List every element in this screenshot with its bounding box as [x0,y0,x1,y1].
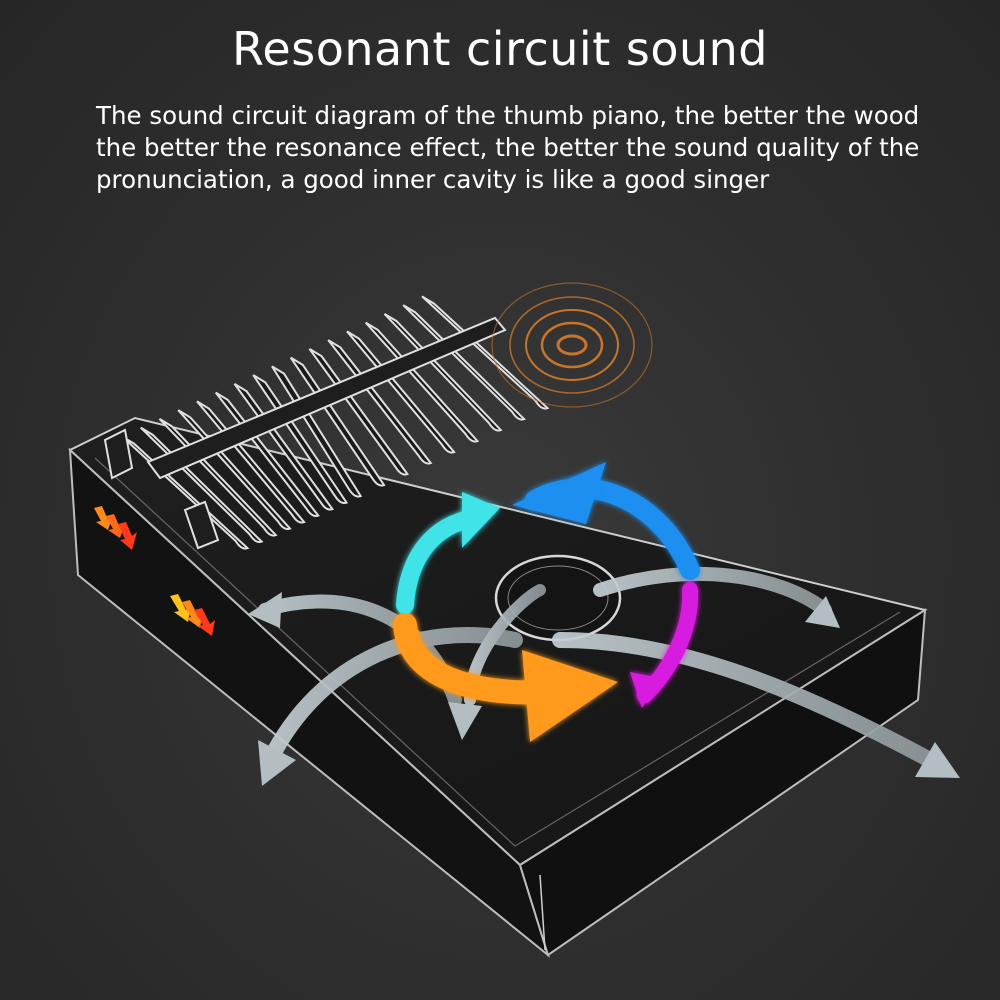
sound-ripples [491,282,653,408]
kalimba-key [327,339,433,465]
side-arrows-upper [94,506,137,550]
kalimba-key [402,304,526,421]
sound-hole [494,554,622,642]
kalimba-key [308,348,409,476]
kalimba-bridge [103,316,507,550]
description-line: The sound circuit diagram of the thumb p… [96,101,920,130]
kalimba-key [271,365,363,498]
kalimba-key [252,374,349,505]
kalimba-key [421,295,550,410]
description: The sound circuit diagram of the thumb p… [96,100,936,196]
kalimba-key [383,313,503,432]
page-title: Resonant circuit sound [232,22,768,76]
kalimba-key [365,321,480,443]
side-arrows-lower [170,594,215,636]
kalimba-key [289,356,386,487]
airflow-arrowheads [248,592,960,786]
description-line: pronunciation, a good inner cavity is li… [96,165,770,194]
circulation-arrowheads [462,462,660,742]
kalimba-key [346,330,456,454]
description-line: the better the resonance effect, the bet… [96,133,920,162]
